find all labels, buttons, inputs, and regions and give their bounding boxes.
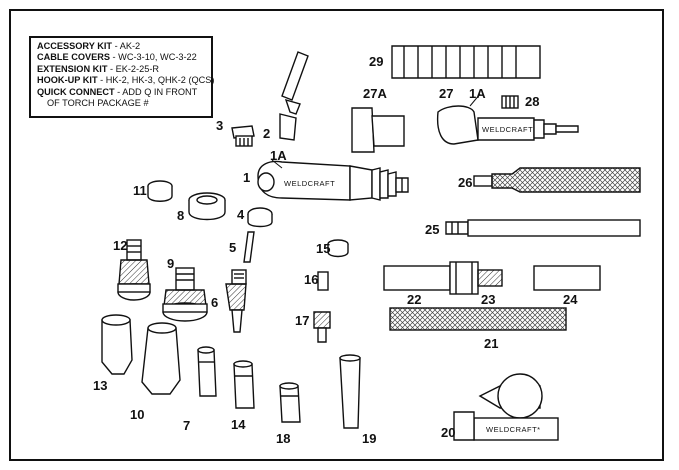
callout-7: 7 xyxy=(183,418,190,433)
part-14-cup xyxy=(233,360,255,409)
part-24-hose-section xyxy=(533,265,601,291)
part-27a-torch-head xyxy=(351,107,405,153)
torch-head-brand-label: WELDCRAFT xyxy=(482,125,533,134)
legend-quick-connect: QUICK CONNECT - ADD Q IN FRONT xyxy=(37,86,198,97)
part-21-cable-cover xyxy=(389,307,567,331)
callout-5: 5 xyxy=(229,240,236,255)
part-13-cup xyxy=(101,314,133,375)
callout-27-1a: 1A xyxy=(469,86,486,101)
callout-27: 27 xyxy=(439,86,453,101)
callout-26: 26 xyxy=(458,175,472,190)
callout-12: 12 xyxy=(113,238,127,253)
part-6-collet-body xyxy=(225,269,247,333)
part-7-cup xyxy=(197,346,217,397)
legend-continuation: OF TORCH PACKAGE # xyxy=(47,98,149,109)
callout-8: 8 xyxy=(177,208,184,223)
diagram-frame xyxy=(9,9,664,461)
part-16-small-collet xyxy=(317,271,329,291)
part-1-torch-body xyxy=(257,160,409,201)
part-23-coupler xyxy=(449,261,503,295)
callout-29: 29 xyxy=(369,54,383,69)
callout-1a: 1A xyxy=(270,148,287,163)
callout-2: 2 xyxy=(263,126,270,141)
callout-28: 28 xyxy=(525,94,539,109)
legend-hook-up-kit: HOOK-UP KIT - HK-2, HK-3, QHK-2 (QCS) xyxy=(37,75,215,86)
callout-9: 9 xyxy=(167,256,174,271)
switch-brand-label: WELDCRAFT* xyxy=(486,425,541,434)
part-10-large-cup xyxy=(141,322,181,395)
callout-25: 25 xyxy=(425,222,439,237)
legend-extension-kit: EXTENSION KIT - EK-2-25-R xyxy=(37,63,160,74)
torch-brand-label: WELDCRAFT xyxy=(284,179,335,188)
part-11-gas-lens-insulator-small xyxy=(147,180,173,202)
part-28-short-cap xyxy=(501,95,519,109)
part-26-power-cable xyxy=(473,167,641,193)
callout-11: 11 xyxy=(133,183,147,198)
part-18-cup xyxy=(279,382,301,423)
legend-cable-covers: CABLE COVERS - WC-3-10, WC-3-22 xyxy=(37,52,197,63)
callout-22: 22 xyxy=(407,292,421,307)
part-4-insulator xyxy=(247,207,273,228)
callout-6: 6 xyxy=(211,295,218,310)
part-12-gas-lens xyxy=(117,239,151,301)
callout-1: 1 xyxy=(243,170,250,185)
part-15-insulator-ring xyxy=(327,239,349,258)
callout-16: 16 xyxy=(304,272,318,287)
callout-18: 18 xyxy=(276,431,290,446)
callout-3: 3 xyxy=(216,118,223,133)
callout-13: 13 xyxy=(93,378,107,393)
part-17-collet-body xyxy=(313,311,331,343)
callout-14: 14 xyxy=(231,417,246,432)
callout-20: 20 xyxy=(441,425,455,440)
part-5-collet xyxy=(243,231,255,263)
part-9-large-gas-lens xyxy=(162,267,208,322)
callout-15: 15 xyxy=(316,241,330,256)
kit-legend: ACCESSORY KIT - AK-2 CABLE COVERS - WC-3… xyxy=(29,36,215,118)
part-25-gas-hose xyxy=(445,219,641,237)
part-8-gas-lens-insulator xyxy=(188,192,226,221)
callout-21: 21 xyxy=(484,336,498,351)
part-19-long-cup xyxy=(339,354,361,429)
callout-27a: 27A xyxy=(363,86,387,101)
part-20-remote-switch xyxy=(453,373,559,441)
callout-24: 24 xyxy=(563,292,578,307)
callout-23: 23 xyxy=(481,292,495,307)
part-3-short-back-cap xyxy=(231,125,255,147)
part-22-hose-section xyxy=(383,265,451,291)
callout-10: 10 xyxy=(130,407,144,422)
part-2-long-back-cap xyxy=(279,51,309,141)
part-29-cable-cover xyxy=(391,45,541,79)
legend-accessory-kit: ACCESSORY KIT - AK-2 xyxy=(37,41,141,51)
callout-17: 17 xyxy=(295,313,309,328)
part-27-torch-body xyxy=(436,105,579,145)
callout-4: 4 xyxy=(237,207,245,222)
callout-19: 19 xyxy=(362,431,376,446)
